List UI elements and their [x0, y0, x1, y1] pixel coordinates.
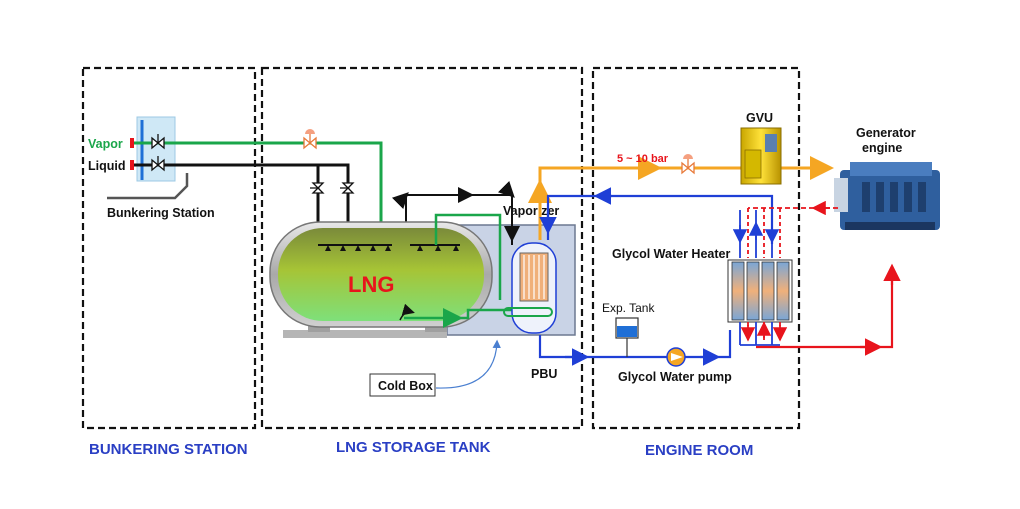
- pressure-label: 5 ~ 10 bar: [617, 153, 669, 165]
- pbu-return-line: [434, 213, 502, 300]
- valve-icon[interactable]: [151, 134, 165, 150]
- valve-icon[interactable]: [310, 182, 325, 194]
- gas-supply-line: [538, 166, 830, 240]
- glycol-label: Glycol: [618, 370, 656, 384]
- vapor-label: Vapor: [88, 137, 123, 151]
- vaporizer-tubes: [523, 255, 545, 299]
- exp-tank-water: [617, 326, 637, 337]
- water-pump-label: Water pump: [660, 370, 732, 384]
- exp-tank-label: Exp. Tank: [602, 301, 655, 315]
- valve-icon[interactable]: [151, 156, 165, 172]
- lng-label: LNG: [348, 272, 394, 297]
- liquid-label: Liquid: [88, 159, 126, 173]
- bunkering-station-title: BUNKERING STATION: [89, 441, 248, 458]
- gvu-label: GVU: [746, 111, 773, 125]
- generator-engine-label-1: Generator: [856, 126, 916, 140]
- pump-icon[interactable]: [666, 347, 686, 367]
- tank-internal-arrow: [399, 303, 415, 321]
- bunkering-station-label: Bunkering Station: [107, 206, 215, 220]
- liquid-flange: [130, 160, 134, 170]
- lng-storage-tank-title: LNG STORAGE TANK: [336, 439, 491, 456]
- cold-box-pointer: [435, 339, 501, 389]
- control-valve-icon[interactable]: [303, 129, 317, 150]
- glycol-return-line: [538, 330, 732, 359]
- engine-room-section: [591, 66, 801, 430]
- engine-icon: [834, 162, 940, 230]
- vaporizer-label: Vaporizer: [503, 204, 559, 218]
- glycol-water-heater-label: Glycol Water Heater: [612, 247, 730, 261]
- engine-hot-water-return: [756, 268, 894, 349]
- spray-nozzles: [325, 245, 391, 251]
- bunkering-station-base: [107, 173, 189, 200]
- generator-engine-label-2: engine: [862, 141, 902, 155]
- lng-storage-tank-section: [260, 66, 584, 430]
- pbu-feed-line: [404, 308, 520, 320]
- vapor-spray-nozzles: [417, 245, 459, 251]
- bunkering-station-section: [81, 66, 257, 430]
- valve-icon[interactable]: [340, 182, 355, 194]
- cold-box-label-box: [369, 373, 436, 397]
- tank-support-base: [283, 330, 447, 338]
- lng-tank-inner: [278, 228, 484, 321]
- vapor-flange: [130, 138, 134, 148]
- gvu-pipes: [744, 149, 762, 179]
- pbu-coil: [503, 307, 553, 317]
- engine-room-title: ENGINE ROOM: [645, 442, 753, 459]
- control-valve-icon[interactable]: [681, 154, 695, 175]
- gvu-panel: [765, 134, 777, 152]
- pbu-label: PBU: [531, 367, 557, 381]
- glycol-water-heater: [727, 259, 793, 323]
- cold-box-label: Cold Box: [378, 379, 433, 393]
- vapor-line: [134, 141, 383, 245]
